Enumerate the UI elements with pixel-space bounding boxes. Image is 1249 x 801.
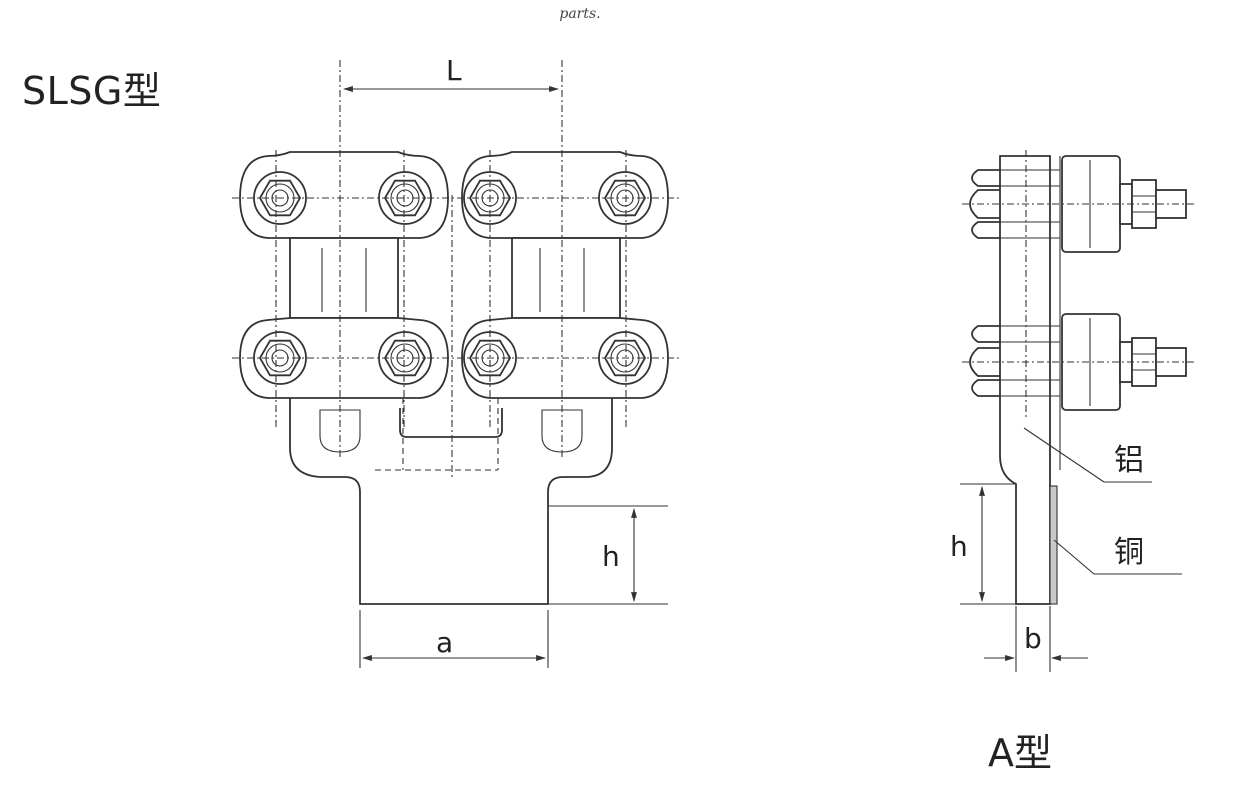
left-clamp	[239, 151, 449, 453]
right-clamp-top-lug	[461, 151, 669, 239]
dimension-L-label: L	[446, 54, 462, 87]
dimension-h-label: h	[602, 540, 620, 573]
front-center-lines	[232, 60, 680, 478]
aluminum-label: 铝	[1114, 443, 1144, 478]
front-view: L a h	[232, 54, 680, 668]
copper-label: 铜	[1114, 535, 1144, 570]
front-hidden-slot	[375, 398, 499, 471]
side-bottom-bolt	[1119, 337, 1187, 387]
left-clamp-top-lug	[239, 151, 449, 239]
side-view-title: A型	[988, 731, 1052, 775]
right-clamp-neck	[511, 237, 621, 319]
top-washer-stack	[969, 169, 1060, 239]
side-plate-outline	[999, 155, 1051, 605]
front-body-outline	[289, 398, 613, 605]
caption: parts.	[559, 6, 601, 22]
copper-leader	[1053, 539, 1095, 575]
side-b-label: b	[1024, 622, 1042, 655]
right-clamp	[461, 151, 669, 453]
copper-strip	[1049, 485, 1058, 605]
front-center-recess	[399, 408, 503, 438]
aluminum-leader	[1023, 427, 1105, 483]
left-clamp-neck	[289, 237, 399, 319]
side-view: 铝 铜 h b	[950, 150, 1196, 672]
main-view-title: SLSG型	[22, 69, 162, 113]
bottom-washer-stack	[969, 325, 1060, 397]
dimension-a-label: a	[436, 626, 453, 659]
side-h-label: h	[950, 530, 968, 563]
